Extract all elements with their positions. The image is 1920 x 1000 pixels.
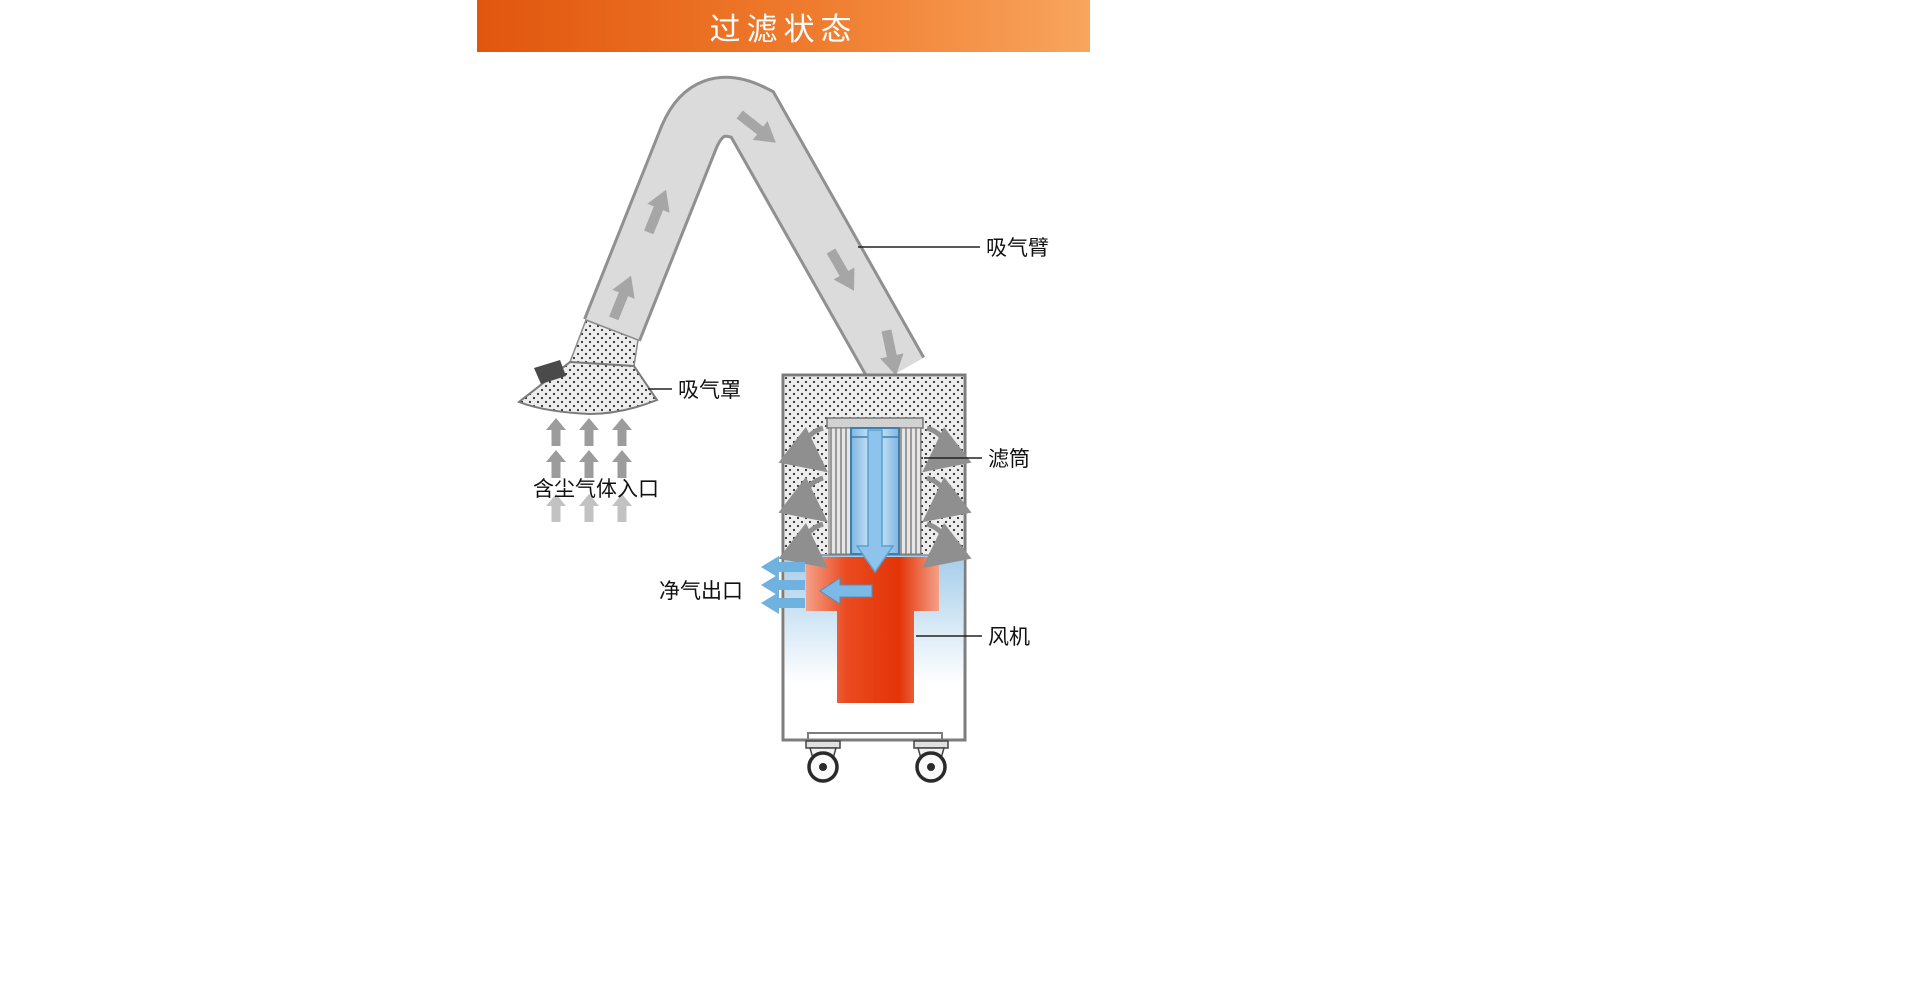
caster-left: [805, 740, 841, 783]
pleats-right: [898, 427, 922, 555]
title-banner: 过滤状态: [477, 0, 1090, 52]
swirl-arrow: [778, 425, 828, 473]
up-arrow: [579, 418, 599, 446]
inlet-arrows-light: [546, 494, 632, 522]
label-suction-hood: 吸气罩: [678, 379, 741, 402]
inlet-arrows-dark: [546, 418, 632, 478]
up-arrow: [612, 418, 632, 446]
label-clean-air-outlet: 净气出口: [659, 580, 743, 603]
up-arrow: [546, 418, 566, 446]
up-arrow: [579, 450, 599, 478]
hood-handle: [534, 360, 566, 384]
flow-arrow: [880, 329, 904, 376]
caster-plate: [913, 740, 949, 749]
swirl-arrow: [778, 475, 828, 523]
flow-arrow: [644, 189, 670, 235]
suction-hood: [516, 319, 659, 416]
label-fan: 风机: [988, 626, 1030, 649]
core-down-arrow: [855, 429, 895, 574]
kick-recess: [807, 732, 943, 740]
caster-hub: [819, 763, 827, 771]
flow-arrow: [736, 110, 776, 143]
up-arrow: [612, 450, 632, 478]
left-arrow: [761, 574, 805, 596]
inlet-arrows: [546, 418, 632, 522]
caster-plate: [805, 740, 841, 749]
page-title: 过滤状态: [709, 11, 858, 47]
elbow-left-arrow: [819, 577, 873, 605]
caster-right: [913, 740, 949, 783]
extraction-arm: [583, 75, 925, 388]
filter-cartridge: [778, 417, 972, 605]
swirl-arrow: [778, 521, 828, 569]
label-filter-cartridge: 滤筒: [988, 448, 1030, 471]
label-dusty-gas-inlet: 含尘气体入口: [533, 478, 659, 501]
swirl-arrow: [922, 521, 972, 569]
flow-arrow: [826, 248, 855, 291]
up-arrow: [579, 494, 599, 522]
pleats-left: [828, 427, 852, 555]
arm-flow-arrows: [609, 110, 904, 376]
left-arrow: [761, 592, 805, 614]
up-arrow: [546, 450, 566, 478]
caster-hub: [927, 763, 935, 771]
left-arrow: [761, 556, 805, 578]
swirl-arrow: [922, 475, 972, 523]
label-suction-arm: 吸气臂: [986, 237, 1049, 260]
up-arrow: [612, 494, 632, 522]
flow-arrow: [609, 275, 635, 321]
arm-tube: [585, 78, 923, 386]
leader-lines: [648, 246, 982, 637]
up-arrow: [546, 494, 566, 522]
cartridge-cap: [826, 417, 924, 429]
outlet-arrows: [761, 556, 805, 614]
casters: [805, 740, 949, 783]
